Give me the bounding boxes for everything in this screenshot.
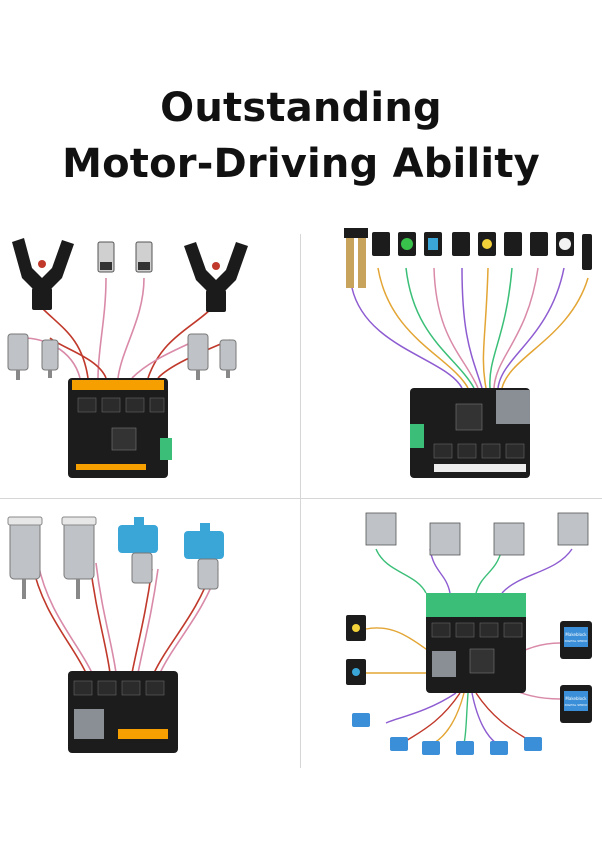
stepper-motor-3 xyxy=(493,522,525,556)
page-title: Outstanding Motor-Driving Ability xyxy=(0,80,602,192)
gripper-left xyxy=(12,238,74,310)
sound-module xyxy=(559,238,571,250)
gear-motor-2 xyxy=(135,241,153,273)
gear-motor-1 xyxy=(97,241,115,273)
dc-motors-pumps-illustration xyxy=(7,516,224,753)
controller-board xyxy=(410,388,530,478)
soil-sensor xyxy=(344,228,368,288)
dc-motor-1 xyxy=(7,333,29,380)
grippers-dc-motors-illustration xyxy=(7,238,248,478)
dc-motor-4 xyxy=(219,339,237,378)
stepper-driver-board xyxy=(426,593,526,693)
servo-2 xyxy=(390,737,408,751)
panel-grippers-dc-motors xyxy=(2,228,292,493)
horizontal-divider xyxy=(0,498,602,499)
vertical-divider xyxy=(300,234,301,768)
module-label-2: Makeblock xyxy=(565,696,587,701)
module-sublabel-1: DIGITAL SERVO xyxy=(565,639,588,643)
makeblock-module-1: Makeblock DIGITAL SERVO xyxy=(560,621,592,659)
module-sublabel-2: DIGITAL SERVO xyxy=(565,703,588,707)
panel-sensor-modules xyxy=(306,228,596,493)
water-pump-2 xyxy=(184,523,224,590)
led-module-green xyxy=(401,238,413,250)
sensor-module-row xyxy=(372,232,592,270)
panel-steppers-servos: Makeblock DIGITAL SERVO Makeblock DIGITA… xyxy=(306,503,596,768)
stepper-motor-4 xyxy=(557,512,589,546)
panel-dc-motors-pumps xyxy=(2,503,292,768)
servo-1 xyxy=(352,713,370,727)
servo-4 xyxy=(456,741,474,755)
temp-humidity-module xyxy=(428,238,438,250)
title-line-2: Motor-Driving Ability xyxy=(62,141,540,187)
steppers-servos-illustration: Makeblock DIGITAL SERVO Makeblock DIGITA… xyxy=(346,512,592,755)
title-line-1: Outstanding xyxy=(160,85,442,131)
dc-motor-large-2 xyxy=(61,516,97,599)
sensor-modules-illustration xyxy=(344,228,592,478)
stepper-motor-2 xyxy=(429,522,461,556)
stepper-motor-1 xyxy=(365,512,397,546)
servo-6 xyxy=(524,737,542,751)
module-label-1: Makeblock xyxy=(565,632,587,637)
dc-motor-3 xyxy=(187,333,209,380)
servo-3 xyxy=(422,741,440,755)
water-pump-1 xyxy=(118,517,158,584)
servo-5 xyxy=(490,741,508,755)
button-module-yellow xyxy=(482,239,492,249)
motor-driver-board xyxy=(68,671,178,753)
dc-motor-large-1 xyxy=(7,516,43,599)
dc-motor-2 xyxy=(41,339,59,378)
makeblock-module-2: Makeblock DIGITAL SERVO xyxy=(560,685,592,723)
gripper-right xyxy=(184,242,248,312)
driver-board xyxy=(68,378,172,478)
